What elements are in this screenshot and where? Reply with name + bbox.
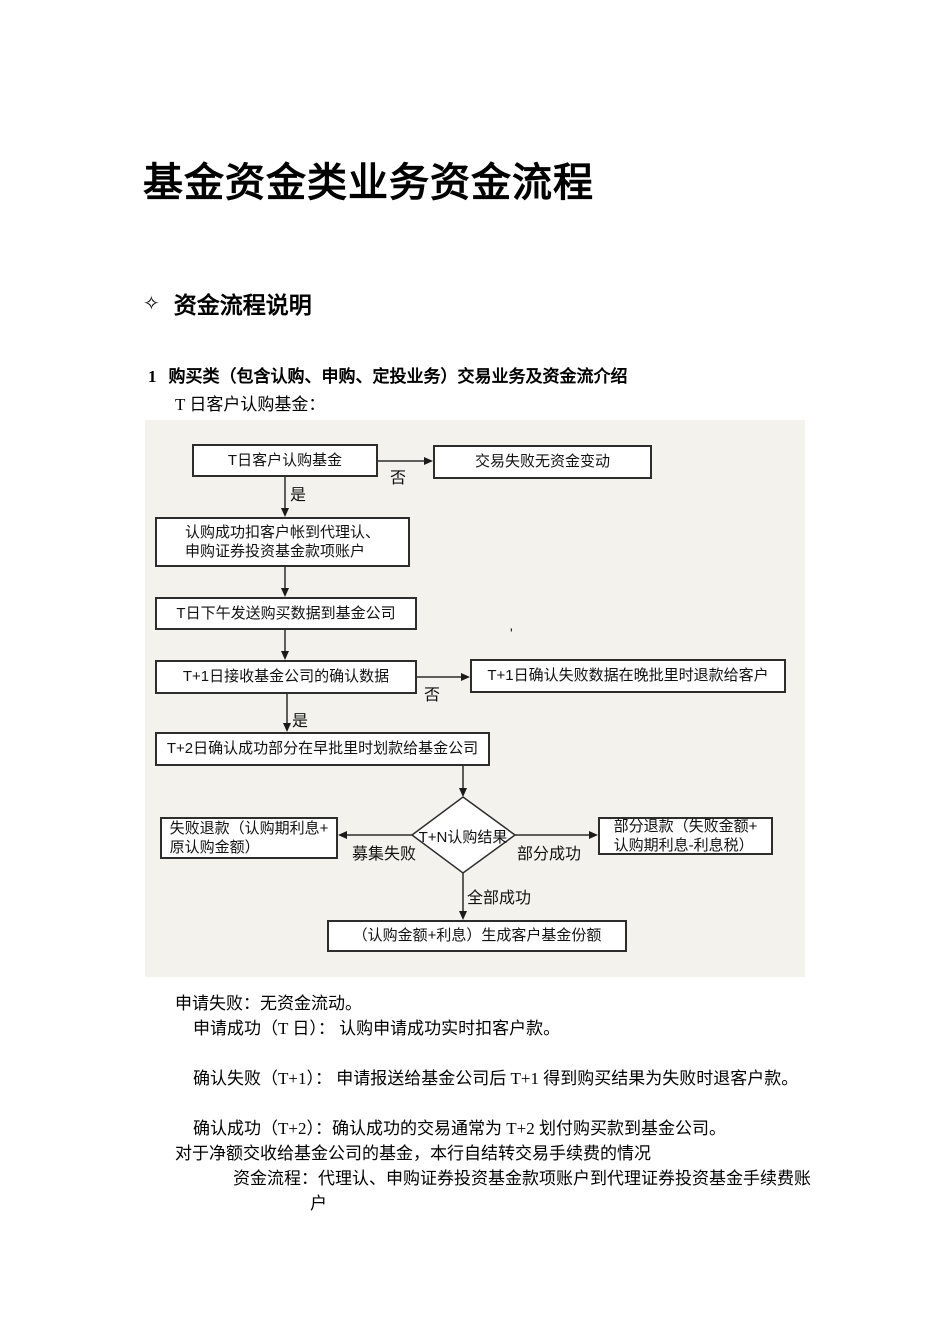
node-partial-refund: 部分退款（失败金额+ 认购期利息-利息税） <box>598 817 773 855</box>
decision-diamond-shape <box>410 796 517 874</box>
node-start: T日客户认购基金 <box>192 444 378 477</box>
note-confirm-fail: 确认失败（T+1）： 申请报送给基金公司后 T+1 得到购买结果为失败时退客户款… <box>193 1069 799 1088</box>
node-deduct-line2: 申购证券投资基金款项账户 <box>184 543 365 560</box>
note-apply-fail: 申请失败：无资金流动。 <box>175 994 362 1013</box>
node-fail-no-change: 交易失败无资金变动 <box>433 445 652 479</box>
node-fail-refund-night: T+1日确认失败数据在晚批里时退款给客户 <box>470 659 786 693</box>
note-apply-success: 申请成功（T 日）： 认购申请成功实时扣客户款。 <box>193 1019 561 1038</box>
section-title: 资金流程说明 <box>173 292 312 318</box>
heading-number: 1 <box>148 367 157 386</box>
node-partial-line2: 认购期利息-利息税） <box>613 837 754 854</box>
note-confirm-success: 确认成功（T+2）：确认成功的交易通常为 T+2 划付购买款到基金公司。 <box>193 1119 726 1138</box>
flowchart-connectors <box>281 457 598 920</box>
edge-label-no-mid: 否 <box>424 687 441 704</box>
stray-tick-mark: ' <box>510 625 513 641</box>
heading-text: 购买类（包含认购、申购、定投业务）交易业务及资金流介绍 <box>168 367 628 386</box>
node-send-data: T日下午发送购买数据到基金公司 <box>155 597 417 630</box>
node-transfer-to-fundco: T+2日确认成功部分在早批里时划款给基金公司 <box>155 732 490 766</box>
document-title: 基金资金类业务资金流程 <box>143 160 594 205</box>
intro-line: T 日客户认购基金： <box>175 395 326 414</box>
edge-label-all-success: 全部成功 <box>467 890 532 907</box>
node-receive-confirm: T+1日接收基金公司的确认数据 <box>155 660 417 694</box>
diamond-bullet-icon: ✧ <box>143 292 160 315</box>
node-raise-fail-line2: 原认购金额） <box>169 839 260 856</box>
note-fund-flow-wrap: 户 <box>310 1194 327 1213</box>
edge-label-no-top: 否 <box>390 470 407 487</box>
node-decision-label: T+N认购结果 <box>418 829 508 846</box>
note-fund-flow: 资金流程：代理认、申购证券投资基金款项账户到代理证券投资基金手续费账 <box>233 1169 811 1188</box>
edge-label-yes-mid: 是 <box>292 713 309 730</box>
flowchart-canvas: T日客户认购基金 交易失败无资金变动 认购成功扣客户帐到代理认、 申购证券投资基… <box>145 420 805 977</box>
node-deduct-line1: 认购成功扣客户帐到代理认、 <box>184 523 380 541</box>
node-raise-fail-line1: 失败退款（认购期利息+ <box>169 819 329 837</box>
edge-label-raise-fail: 募集失败 <box>352 846 417 863</box>
edge-label-yes-top: 是 <box>290 487 307 504</box>
edge-label-partial-success: 部分成功 <box>517 846 582 863</box>
node-partial-line1: 部分退款（失败金额+ <box>613 817 758 835</box>
node-deduct-account: 认购成功扣客户帐到代理认、 申购证券投资基金款项账户 <box>155 517 410 567</box>
section-heading: ✧ 资金流程说明 <box>143 286 312 320</box>
node-raise-fail-refund: 失败退款（认购期利息+ 原认购金额） <box>160 817 338 859</box>
node-generate-shares: （认购金额+利息）生成客户基金份额 <box>327 920 627 952</box>
note-net-settlement: 对于净额交收给基金公司的基金，本行自结转交易手续费的情况 <box>175 1144 651 1163</box>
numbered-heading: 1 购买类（包含认购、申购、定投业务）交易业务及资金流介绍 <box>148 362 628 387</box>
